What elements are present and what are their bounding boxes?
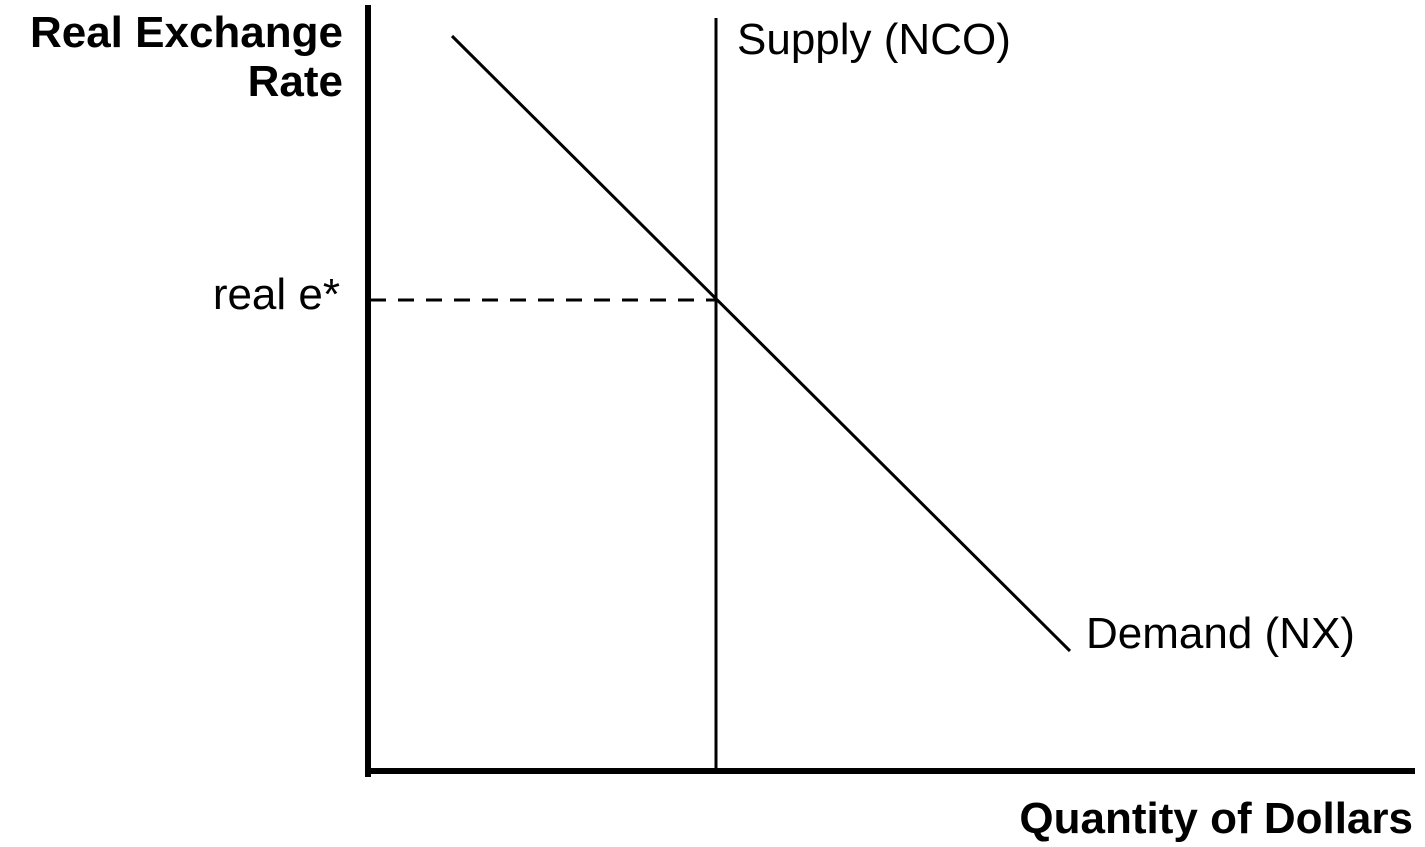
y-axis-title-line1: Real Exchange [30,8,343,57]
equilibrium-label: real e* [213,270,340,319]
demand-curve [450,34,1072,653]
x-axis-title: Quantity of Dollars [1019,794,1413,843]
demand-label: Demand (NX) [1086,609,1355,658]
y-axis-title-line2: Rate [248,57,343,106]
supply-label: Supply (NCO) [737,15,1011,64]
